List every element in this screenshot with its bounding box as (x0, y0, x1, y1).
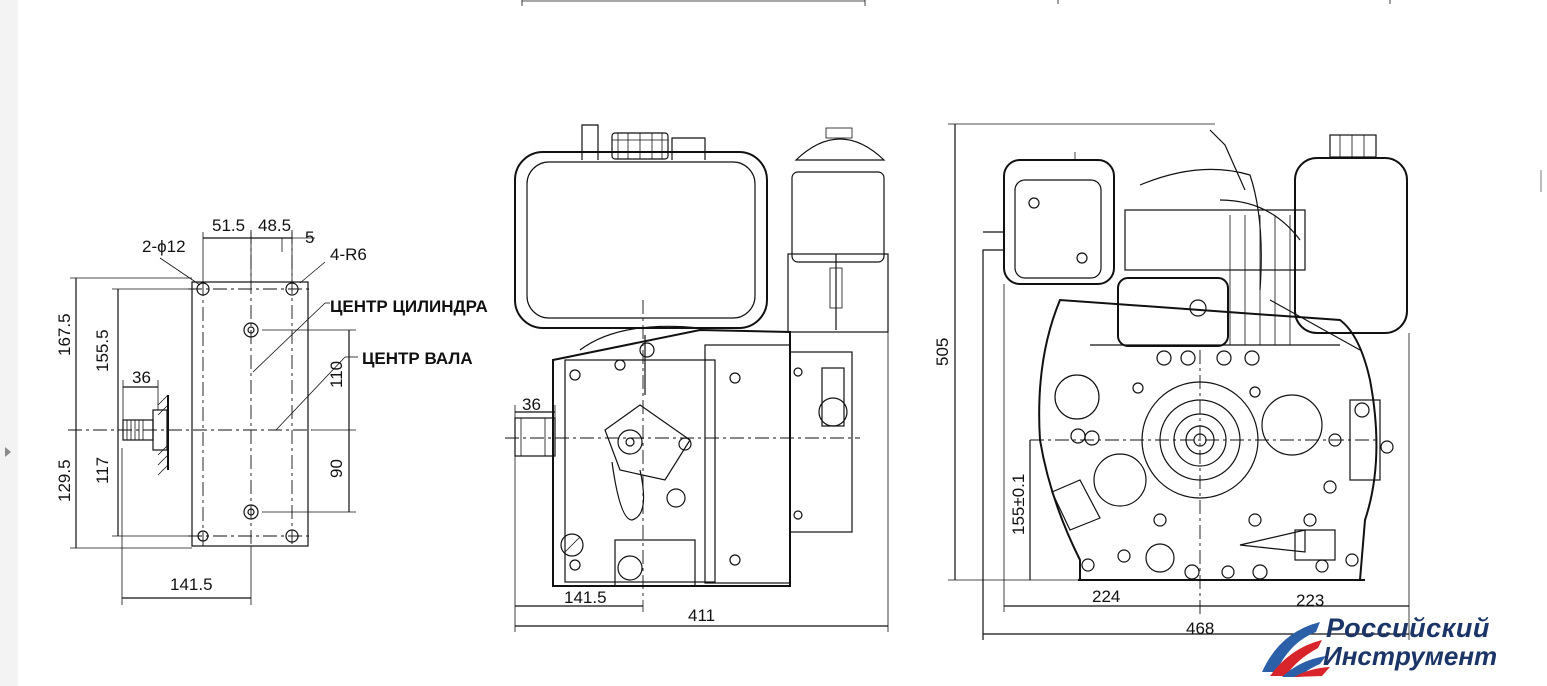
dim-48-5: 48.5 (258, 216, 291, 235)
dim-129-5: 129.5 (55, 459, 74, 502)
side-dim-36: 36 (132, 368, 151, 387)
left-scroll-strip (0, 0, 18, 686)
dim-90: 90 (327, 459, 346, 478)
dim-5: 5 (305, 228, 314, 247)
dim-155: 155±0.1 (1009, 474, 1028, 535)
expand-arrow-icon[interactable] (5, 447, 11, 457)
logo-wordmark: Российский Инструмент (1323, 613, 1536, 671)
logo-line-1: Российский (1326, 613, 1490, 643)
hole-spec-text: 2-ϕ12 (142, 237, 186, 256)
right-edge-marker (1540, 170, 1542, 192)
rear-elevation-view (948, 123, 1410, 640)
front-dim-141-5: 141.5 (564, 588, 607, 607)
front-dim-36: 36 (522, 395, 541, 414)
logo-line-2: Инструмент (1323, 641, 1498, 671)
dim-411: 411 (688, 606, 715, 625)
logo-emblem (1262, 622, 1330, 677)
dim-223: 223 (1296, 591, 1324, 610)
dim-167-5: 167.5 (55, 313, 74, 356)
dim-468: 468 (1186, 619, 1214, 638)
side-elevation-view (505, 124, 889, 632)
dim-155-5: 155.5 (93, 329, 112, 372)
shaft-center-label: ЦЕНТР ВАЛА (362, 349, 473, 368)
dim-51-5: 51.5 (212, 216, 245, 235)
dim-110: 110 (327, 361, 346, 388)
side-dim-141-5: 141.5 (170, 575, 213, 594)
dim-505: 505 (933, 338, 952, 366)
radius-spec-text: 4-R6 (330, 245, 367, 264)
mounting-face-view (68, 230, 358, 605)
top-remnant-lines (521, 0, 1391, 6)
dim-224: 224 (1092, 587, 1120, 606)
dim-117: 117 (93, 457, 112, 484)
cylinder-center-label: ЦЕНТР ЦИЛИНДРА (330, 297, 488, 316)
